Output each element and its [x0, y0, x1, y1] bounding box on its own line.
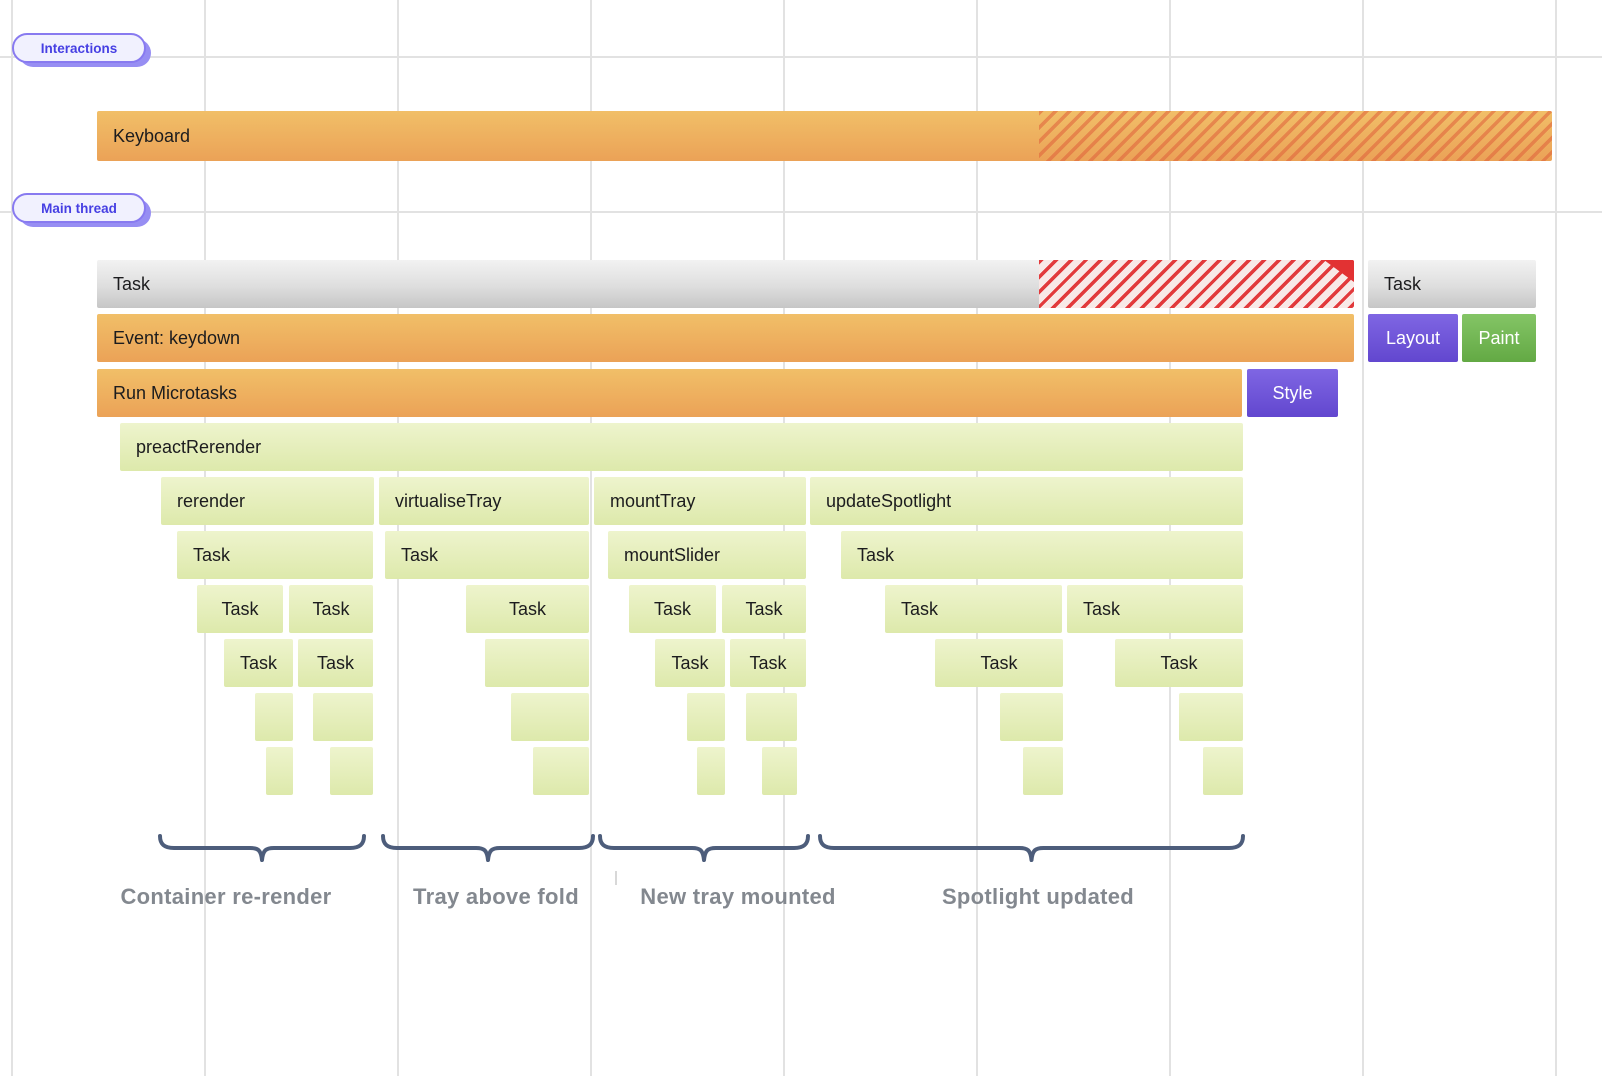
- virtualise-tray-span[interactable]: virtualiseTray: [379, 477, 589, 525]
- annotation-brace: [598, 834, 810, 862]
- event-keydown-span[interactable]: Event: keydown: [97, 314, 1354, 362]
- bar-label: Task: [316, 652, 354, 673]
- bar-label: mountSlider: [624, 544, 721, 565]
- bar-label: Paint: [1478, 327, 1520, 348]
- bar-label: Keyboard: [113, 125, 191, 146]
- paint-span[interactable]: Paint: [1462, 314, 1536, 362]
- task-span[interactable]: Task: [466, 585, 589, 633]
- bar-label: Event: keydown: [113, 327, 241, 348]
- layout-span[interactable]: Layout: [1368, 314, 1458, 362]
- task-span[interactable]: Task: [722, 585, 806, 633]
- annotation-label: Container re-render: [120, 884, 332, 909]
- vertical-gridline: [11, 0, 13, 1076]
- bar-label: Run Microtasks: [113, 382, 238, 403]
- horizontal-gridline: [0, 211, 1602, 213]
- annotation-brace: [381, 834, 595, 862]
- task-span[interactable]: [697, 747, 725, 795]
- interactions-track-label: Interactions: [40, 40, 118, 56]
- task-span[interactable]: [485, 639, 589, 687]
- task-span[interactable]: Task: [629, 585, 716, 633]
- bar-label: Task: [749, 652, 787, 673]
- bar-label: rerender: [177, 490, 246, 511]
- orange-hatch-overlay: [1039, 111, 1552, 161]
- main-thread-track-label: Main thread: [41, 200, 117, 216]
- update-spotlight-span[interactable]: updateSpotlight: [810, 477, 1243, 525]
- bar-label: Task: [193, 544, 231, 565]
- run-microtasks-span[interactable]: Run Microtasks: [97, 369, 1242, 417]
- task-long-span[interactable]: Task: [97, 260, 1354, 308]
- bar-label: Task: [239, 652, 277, 673]
- rerender-span[interactable]: rerender: [161, 477, 374, 525]
- bar-label: Task: [113, 273, 151, 294]
- task-span[interactable]: [762, 747, 797, 795]
- horizontal-gridline: [0, 56, 1602, 58]
- bar-label: Layout: [1385, 327, 1441, 348]
- bar-label: Task: [312, 598, 350, 619]
- bar-label: Task: [653, 598, 691, 619]
- task-span[interactable]: Task: [655, 639, 725, 687]
- vertical-gridline: [590, 0, 592, 1076]
- task-span[interactable]: [1179, 693, 1243, 741]
- bar-label: Task: [671, 652, 709, 673]
- annotation-label: Tray above fold: [413, 884, 579, 909]
- task-span[interactable]: Task: [935, 639, 1063, 687]
- bar-label: Task: [401, 544, 439, 565]
- vertical-gridline: [1362, 0, 1364, 1076]
- bar-label: Task: [221, 598, 259, 619]
- task-span[interactable]: [687, 693, 725, 741]
- task-span[interactable]: Task: [298, 639, 373, 687]
- task-span[interactable]: [255, 693, 293, 741]
- style-span[interactable]: Style: [1247, 369, 1338, 417]
- bar-label: Task: [1384, 273, 1422, 294]
- bar-label: updateSpotlight: [826, 490, 952, 511]
- main-thread-track-badge[interactable]: Main thread: [12, 193, 146, 223]
- bar-label: Task: [901, 598, 939, 619]
- task-span[interactable]: [533, 747, 589, 795]
- tick-mark: [615, 871, 617, 885]
- task-span[interactable]: Task: [1115, 639, 1243, 687]
- task-span[interactable]: Task: [197, 585, 283, 633]
- bar-label: mountTray: [610, 490, 696, 511]
- task-span[interactable]: Task: [885, 585, 1062, 633]
- task-span[interactable]: Task: [385, 531, 589, 579]
- task-span[interactable]: [1023, 747, 1063, 795]
- task-span[interactable]: [266, 747, 293, 795]
- interactions-track-badge[interactable]: Interactions: [12, 33, 146, 63]
- bar-label: Task: [1160, 652, 1198, 673]
- task-span[interactable]: Task: [177, 531, 373, 579]
- vertical-gridline: [1555, 0, 1557, 1076]
- task-short-span[interactable]: Task: [1368, 260, 1536, 308]
- task-span[interactable]: [511, 693, 589, 741]
- task-span[interactable]: [313, 693, 373, 741]
- bar-label: virtualiseTray: [395, 490, 502, 511]
- preact-rerender-span[interactable]: preactRerender: [120, 423, 1243, 471]
- task-span[interactable]: Task: [289, 585, 373, 633]
- bar-label: Task: [1083, 598, 1121, 619]
- task-span[interactable]: Task: [1067, 585, 1243, 633]
- task-span[interactable]: [1000, 693, 1063, 741]
- task-span[interactable]: [1203, 747, 1243, 795]
- bar-label: preactRerender: [136, 436, 262, 457]
- bar-label: Task: [857, 544, 895, 565]
- task-span[interactable]: [330, 747, 373, 795]
- task-span[interactable]: Task: [730, 639, 806, 687]
- task-span[interactable]: Task: [224, 639, 293, 687]
- red-corner-triangle: [1324, 260, 1354, 282]
- annotation-brace: [158, 834, 366, 862]
- task-span[interactable]: [746, 693, 797, 741]
- mount-tray-span[interactable]: mountTray: [594, 477, 806, 525]
- bar-label: Style: [1272, 382, 1313, 403]
- annotation-brace: [818, 834, 1245, 862]
- annotation-label: New tray mounted: [640, 884, 836, 909]
- bar-label: Task: [508, 598, 546, 619]
- red-hatch-overlay: [1039, 260, 1354, 308]
- keyboard-interaction-span[interactable]: Keyboard: [97, 111, 1552, 161]
- bar-label: Task: [980, 652, 1018, 673]
- annotation-label: Spotlight updated: [941, 884, 1135, 909]
- bar-label: Task: [745, 598, 783, 619]
- task-span[interactable]: Task: [841, 531, 1243, 579]
- mount-slider-span[interactable]: mountSlider: [608, 531, 806, 579]
